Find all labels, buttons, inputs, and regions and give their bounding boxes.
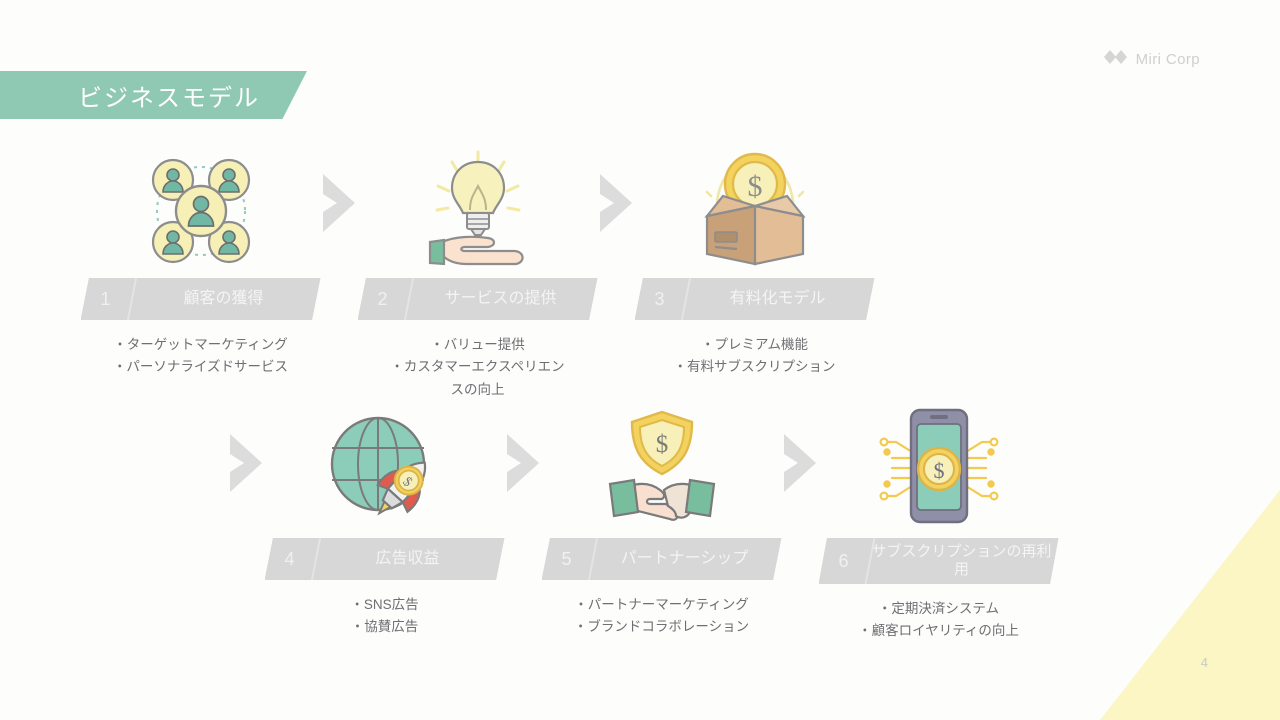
page-title: ビジネスモデル — [78, 84, 260, 112]
step-number: 6 — [838, 550, 849, 571]
step-title: サービスの提供 — [444, 289, 557, 307]
page-number: 4 — [1200, 655, 1208, 670]
step-card-4[interactable]: $ 4 広告収益 ・SNS広告 ・協賛広告 — [246, 400, 523, 639]
svg-text:$: $ — [747, 170, 762, 203]
bullet-item: ・パートナーマーケティング — [574, 597, 749, 612]
step-banner-6: 6 サブスクリプションの再利用 — [818, 538, 1059, 584]
step-bullets-3: ・プレミアム機能 ・有料サブスクリプション — [627, 334, 882, 379]
network-of-people-icon — [62, 140, 339, 270]
step-bullets-5: ・パートナーマーケティング ・ブランドコラボレーション — [534, 594, 789, 639]
bullet-item: ・ターゲットマーケティング — [113, 337, 288, 352]
step-card-6[interactable]: $ 6 サブスクリプションの再利用 ・定期決済システム ・顧客ロイヤリティの向上 — [800, 400, 1077, 643]
step-card-3[interactable]: $ 3 有料化モデル ・プレミアム機能 ・有料サブスクリプション — [616, 140, 893, 379]
step-card-2[interactable]: 2 サービスの提供 ・バリュー提供 ・カスタマーエクスペリエン スの向上 — [339, 140, 616, 401]
step-number: 3 — [654, 288, 665, 309]
step-title: サブスクリプションの再利用 — [871, 543, 1052, 578]
step-title: 顧客の獲得 — [183, 289, 264, 307]
bullet-item: ・定期決済システム — [877, 601, 1000, 616]
handshake-with-shield-icon: $ — [523, 400, 800, 530]
step-banner-1: 1 顧客の獲得 — [80, 278, 321, 320]
flow-row-top: 1 顧客の獲得 ・ターゲットマーケティング ・パーソナライズドサービス — [62, 140, 893, 401]
smartphone-payment-icon: $ — [800, 400, 1077, 530]
flow-row-bottom: $ 4 広告収益 ・SNS広告 ・協賛広告 $ — [230, 400, 1077, 643]
bullet-item: ・プレミアム機能 — [700, 337, 809, 352]
lightbulb-on-hand-icon — [339, 140, 616, 270]
step-number: 2 — [377, 288, 388, 309]
bullet-item: ・パーソナライズドサービス — [112, 359, 289, 375]
bullet-item: ・協賛広告 — [350, 619, 419, 635]
corner-decoration — [1100, 490, 1280, 720]
bullet-item: ・SNS広告 — [350, 597, 419, 612]
step-banner-4: 4 広告収益 — [264, 538, 505, 580]
step-card-5[interactable]: $ 5 パートナーシップ ・パートナーマーケティング ・ブランドコラボレーション — [523, 400, 800, 639]
step-number: 4 — [284, 548, 295, 569]
double-diamond-icon — [1103, 50, 1129, 69]
slide-title-banner: ビジネスモデル — [0, 71, 307, 119]
step-title: 有料化モデル — [729, 289, 826, 307]
step-bullets-4: ・SNS広告 ・協賛広告 — [257, 594, 512, 639]
globe-with-rocket-icon: $ — [246, 400, 523, 530]
step-number: 5 — [561, 548, 572, 569]
step-number: 1 — [100, 288, 111, 309]
box-with-coin-icon: $ — [616, 140, 893, 270]
step-title: パートナーシップ — [620, 549, 749, 567]
bullet-item: ・有料サブスクリプション — [673, 359, 836, 375]
svg-text:$: $ — [933, 458, 944, 483]
bullet-item: ・バリュー提供 — [430, 337, 525, 352]
step-title: 広告収益 — [375, 549, 440, 567]
bullet-item: ・カスタマーエクスペリエン スの向上 — [390, 359, 565, 397]
step-banner-5: 5 パートナーシップ — [541, 538, 782, 580]
step-bullets-1: ・ターゲットマーケティング ・パーソナライズドサービス — [73, 334, 328, 379]
bullet-item: ・ブランドコラボレーション — [573, 619, 750, 635]
step-card-1[interactable]: 1 顧客の獲得 ・ターゲットマーケティング ・パーソナライズドサービス — [62, 140, 339, 379]
bullet-item: ・顧客ロイヤリティの向上 — [858, 623, 1019, 639]
svg-text:$: $ — [655, 431, 668, 458]
step-banner-3: 3 有料化モデル — [634, 278, 875, 320]
step-bullets-6: ・定期決済システム ・顧客ロイヤリティの向上 — [811, 598, 1066, 643]
step-banner-2: 2 サービスの提供 — [357, 278, 598, 320]
brand-name: Miri Corp — [1135, 51, 1200, 68]
step-bullets-2: ・バリュー提供 ・カスタマーエクスペリエン スの向上 — [350, 334, 605, 401]
brand-logo: Miri Corp — [1103, 50, 1200, 69]
